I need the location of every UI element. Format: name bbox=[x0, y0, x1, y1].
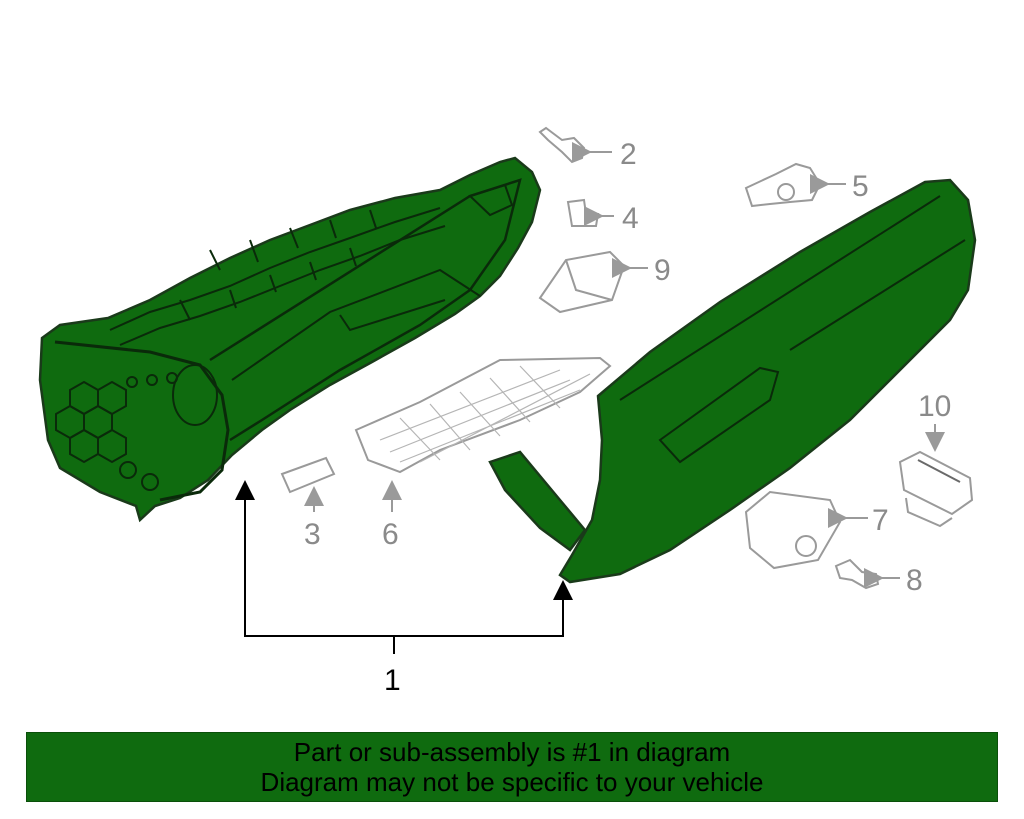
part-5-damper bbox=[744, 162, 846, 208]
part-6-mat bbox=[354, 356, 612, 512]
banner-line-1: Part or sub-assembly is #1 in diagram bbox=[293, 737, 731, 767]
callout-8: 8 bbox=[906, 564, 923, 597]
callout-3: 3 bbox=[304, 518, 321, 551]
housing-rib-pattern bbox=[109, 207, 446, 346]
callout-7: 7 bbox=[872, 504, 889, 537]
callout-2: 2 bbox=[620, 138, 637, 171]
part-9-lamp bbox=[538, 250, 648, 314]
callout-10: 10 bbox=[918, 390, 951, 423]
glove-box-housing bbox=[38, 156, 542, 523]
callout-9: 9 bbox=[654, 254, 671, 287]
part-2-pin bbox=[538, 126, 612, 164]
part-8-screw bbox=[834, 558, 900, 590]
callout-4: 4 bbox=[622, 202, 639, 235]
info-banner: Part or sub-assembly is #1 in diagram Di… bbox=[26, 732, 998, 802]
part-7-latch bbox=[744, 490, 868, 570]
callout-6: 6 bbox=[382, 518, 399, 551]
glove-box-door bbox=[488, 178, 977, 584]
banner-line-2: Diagram may not be specific to your vehi… bbox=[260, 767, 764, 797]
part-3-bumper bbox=[280, 456, 336, 512]
part-4-clip bbox=[566, 198, 614, 227]
callout-5: 5 bbox=[852, 170, 869, 203]
part-10-switch bbox=[898, 424, 974, 528]
housing-honeycomb bbox=[55, 380, 127, 464]
callout-1: 1 bbox=[384, 664, 401, 697]
callout-1-bracket bbox=[235, 480, 573, 654]
